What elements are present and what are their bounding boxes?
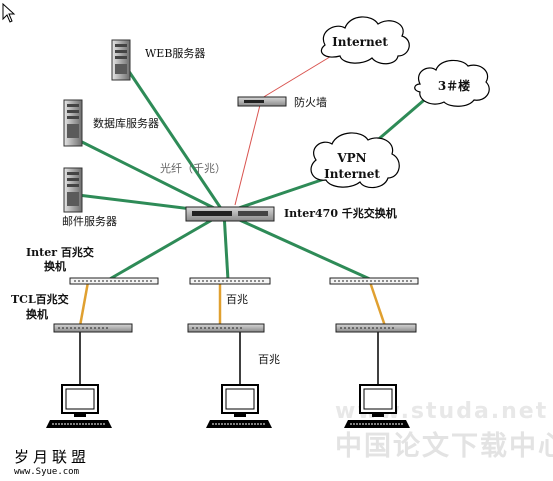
link-inter-switch-3	[223, 211, 373, 282]
hundred-meg-label-2: 百兆	[258, 353, 280, 366]
inter-switch-3-icon	[329, 277, 419, 285]
mail-server-icon	[63, 167, 83, 213]
access-links	[78, 281, 387, 327]
core-switch-label: Inter470 千兆交换机	[284, 206, 397, 220]
site-signature: 岁月联盟	[14, 448, 90, 466]
firewall-label: 防火墙	[294, 95, 327, 109]
tcl-switch-3-icon	[335, 323, 417, 333]
link-access-1	[78, 281, 90, 327]
pc-2-icon	[206, 384, 272, 428]
web-server-label: WEB服务器	[145, 47, 205, 60]
mouse-cursor-icon	[2, 2, 16, 23]
cloud-internet: Internet	[320, 16, 410, 65]
tcl-switch-label-2: 换机	[26, 307, 48, 321]
link-db-server	[77, 138, 225, 215]
site-signature-url: www.Syue.com	[14, 467, 79, 477]
tcl-switch-label-1: TCL百兆交	[11, 292, 69, 306]
link-inter-switch-2	[222, 212, 230, 281]
fiber-label: 光纤（千兆）	[160, 161, 226, 175]
internet-label: Internet	[332, 35, 388, 49]
pc-3-icon	[344, 384, 410, 428]
link-firewall-internet	[261, 51, 339, 99]
firewall-icon	[237, 96, 287, 107]
vpn-internet-label: Internet	[324, 167, 380, 181]
tcl-switch-1-icon	[53, 323, 133, 333]
mail-server-label: 邮件服务器	[62, 215, 117, 228]
pc-1-icon	[46, 384, 112, 428]
inter-switch-label-2: 换机	[44, 259, 66, 273]
db-server-label: 数据库服务器	[93, 116, 159, 130]
inter-switch-label-1: Inter 百兆交	[26, 245, 94, 259]
link-web-server	[126, 69, 226, 214]
link-firewall-core	[234, 104, 261, 206]
vpn-label: VPN	[336, 151, 366, 165]
cloud-vpn-internet: VPN Internet	[310, 132, 400, 189]
tcl-switch-2-icon	[187, 323, 265, 333]
core-switch-icon	[185, 206, 275, 222]
web-server-icon	[111, 39, 131, 81]
inter-switch-1-icon	[69, 277, 159, 285]
pc-links	[79, 332, 379, 385]
link-access-3	[368, 281, 387, 327]
hundred-meg-label-1: 百兆	[226, 293, 248, 306]
building-3-label: 3＃楼	[438, 78, 470, 93]
link-inter-switch-1	[107, 211, 225, 282]
db-server-icon	[63, 99, 83, 147]
cloud-building-3: 3＃楼	[414, 59, 490, 107]
watermark-title: 中国论文下载中心	[335, 430, 553, 462]
inter-switch-2-icon	[189, 277, 271, 285]
